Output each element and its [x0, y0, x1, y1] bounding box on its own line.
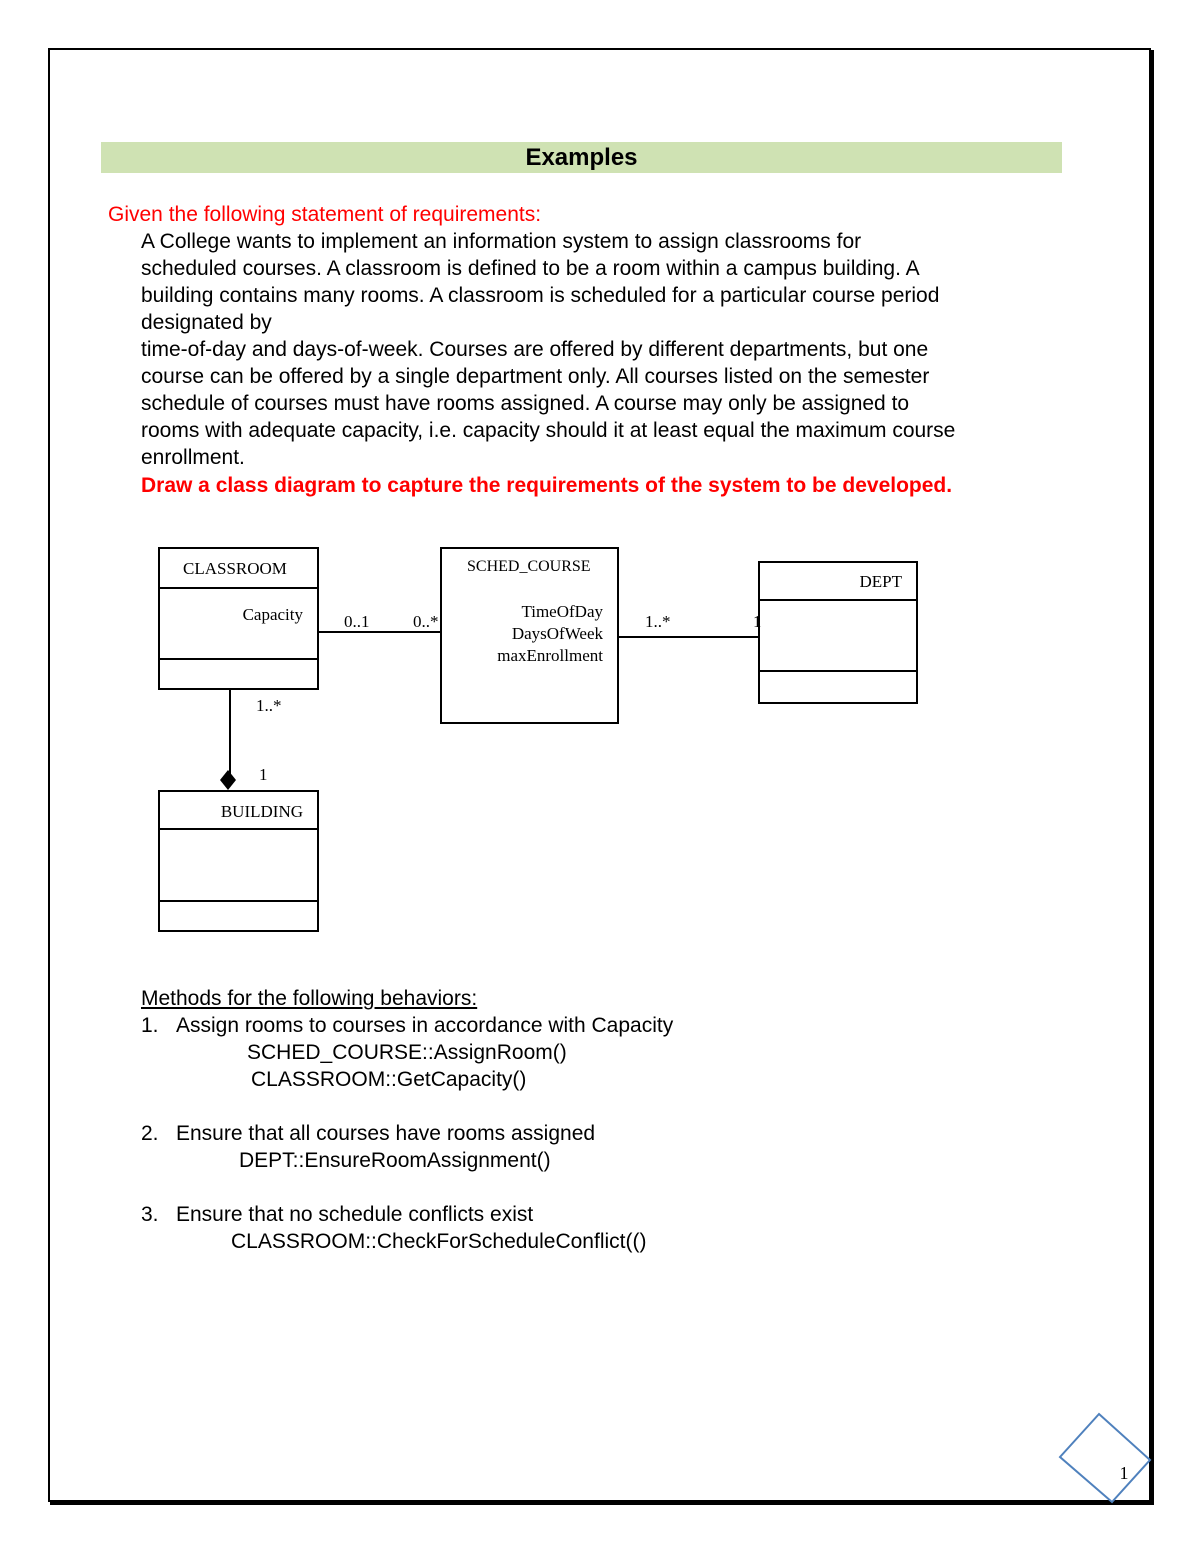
page-border: [48, 48, 1151, 1502]
requirement-line: A College wants to implement an informat…: [141, 230, 862, 253]
method-signature-row: CLASSROOM::CheckForScheduleConflict((): [141, 1228, 646, 1255]
method-signature: DEPT::EnsureRoomAssignment(): [239, 1149, 551, 1172]
method-signature-row: CLASSROOM::GetCapacity(): [141, 1066, 526, 1093]
class-attribute: DaysOfWeek: [512, 624, 604, 643]
multiplicity-label: 1: [753, 612, 762, 631]
multiplicity-label: 1: [259, 765, 268, 784]
page-number: 1: [1120, 1463, 1129, 1483]
class-name: SCHED_COURSE: [467, 558, 591, 575]
class-name: DEPT: [860, 572, 903, 591]
multiplicity-label: 1..*: [645, 612, 671, 631]
method-item: 1. Assign rooms to courses in accordance…: [141, 1012, 673, 1039]
multiplicity-label: 0..*: [413, 612, 439, 631]
method-signature: CLASSROOM::CheckForScheduleConflict((): [231, 1230, 647, 1253]
page-number-badge: 1: [1058, 1412, 1152, 1504]
page-border-shadow: [1151, 50, 1154, 1505]
class-building: BUILDING: [158, 790, 319, 932]
page-title: Examples: [101, 142, 1062, 173]
method-signature: CLASSROOM::GetCapacity(): [251, 1068, 527, 1091]
multiplicity-label: 1..*: [256, 696, 282, 715]
class-attribute: TimeOfDay: [521, 602, 603, 621]
class-sched-course: SCHED_COURSE TimeOfDay DaysOfWeek maxEnr…: [440, 547, 619, 724]
composition-diamond: [220, 770, 236, 790]
requirement-line: scheduled courses. A classroom is define…: [141, 257, 920, 280]
page-border-shadow: [50, 1502, 1154, 1505]
method-number: 3.: [141, 1203, 159, 1226]
requirement-line: enrollment.: [141, 446, 245, 469]
method-number: 2.: [141, 1122, 159, 1145]
class-box: [158, 790, 319, 932]
method-number: 1.: [141, 1014, 159, 1037]
requirement-line: rooms with adequate capacity, i.e. capac…: [141, 419, 956, 442]
method-item: 2. Ensure that all courses have rooms as…: [141, 1120, 595, 1147]
requirement-line: time-of-day and days-of-week. Courses ar…: [141, 338, 929, 361]
requirement-line: schedule of courses must have rooms assi…: [141, 392, 910, 415]
class-name: CLASSROOM: [183, 559, 287, 578]
class-attribute: Capacity: [243, 605, 304, 624]
method-signature-row: DEPT::EnsureRoomAssignment(): [141, 1147, 551, 1174]
spacer: [141, 1093, 477, 1120]
class-box: [440, 547, 619, 724]
spacer: [141, 1174, 477, 1201]
class-attribute: maxEnrollment: [497, 646, 603, 665]
method-description: Ensure that all courses have rooms assig…: [176, 1122, 596, 1145]
class-box: [158, 547, 319, 690]
requirement-line: designated by: [141, 311, 272, 334]
requirement-line: building contains many rooms. A classroo…: [141, 284, 940, 307]
task-instruction: Draw a class diagram to capture the requ…: [141, 474, 953, 497]
class-box: [758, 561, 918, 704]
class-classroom: CLASSROOM Capacity: [158, 547, 319, 690]
requirements-paragraph: A College wants to implement an informat…: [141, 228, 1061, 471]
methods-section: Methods for the following behaviors: 1. …: [141, 985, 673, 1255]
method-signature: SCHED_COURSE::AssignRoom(): [247, 1041, 567, 1064]
page-badge-diamond: [1058, 1412, 1152, 1504]
class-dept: DEPT: [758, 561, 918, 704]
requirement-line: course can be offered by a single depart…: [141, 365, 930, 388]
methods-heading: Methods for the following behaviors:: [141, 987, 478, 1010]
method-item: 3. Ensure that no schedule conflicts exi…: [141, 1201, 533, 1228]
method-description: Ensure that no schedule conflicts exist: [176, 1203, 534, 1226]
class-name: BUILDING: [221, 802, 303, 821]
multiplicity-label: 0..1: [344, 612, 370, 631]
method-description: Assign rooms to courses in accordance wi…: [176, 1014, 674, 1037]
requirements-intro: Given the following statement of require…: [108, 203, 542, 226]
method-signature-row: SCHED_COURSE::AssignRoom(): [141, 1039, 567, 1066]
